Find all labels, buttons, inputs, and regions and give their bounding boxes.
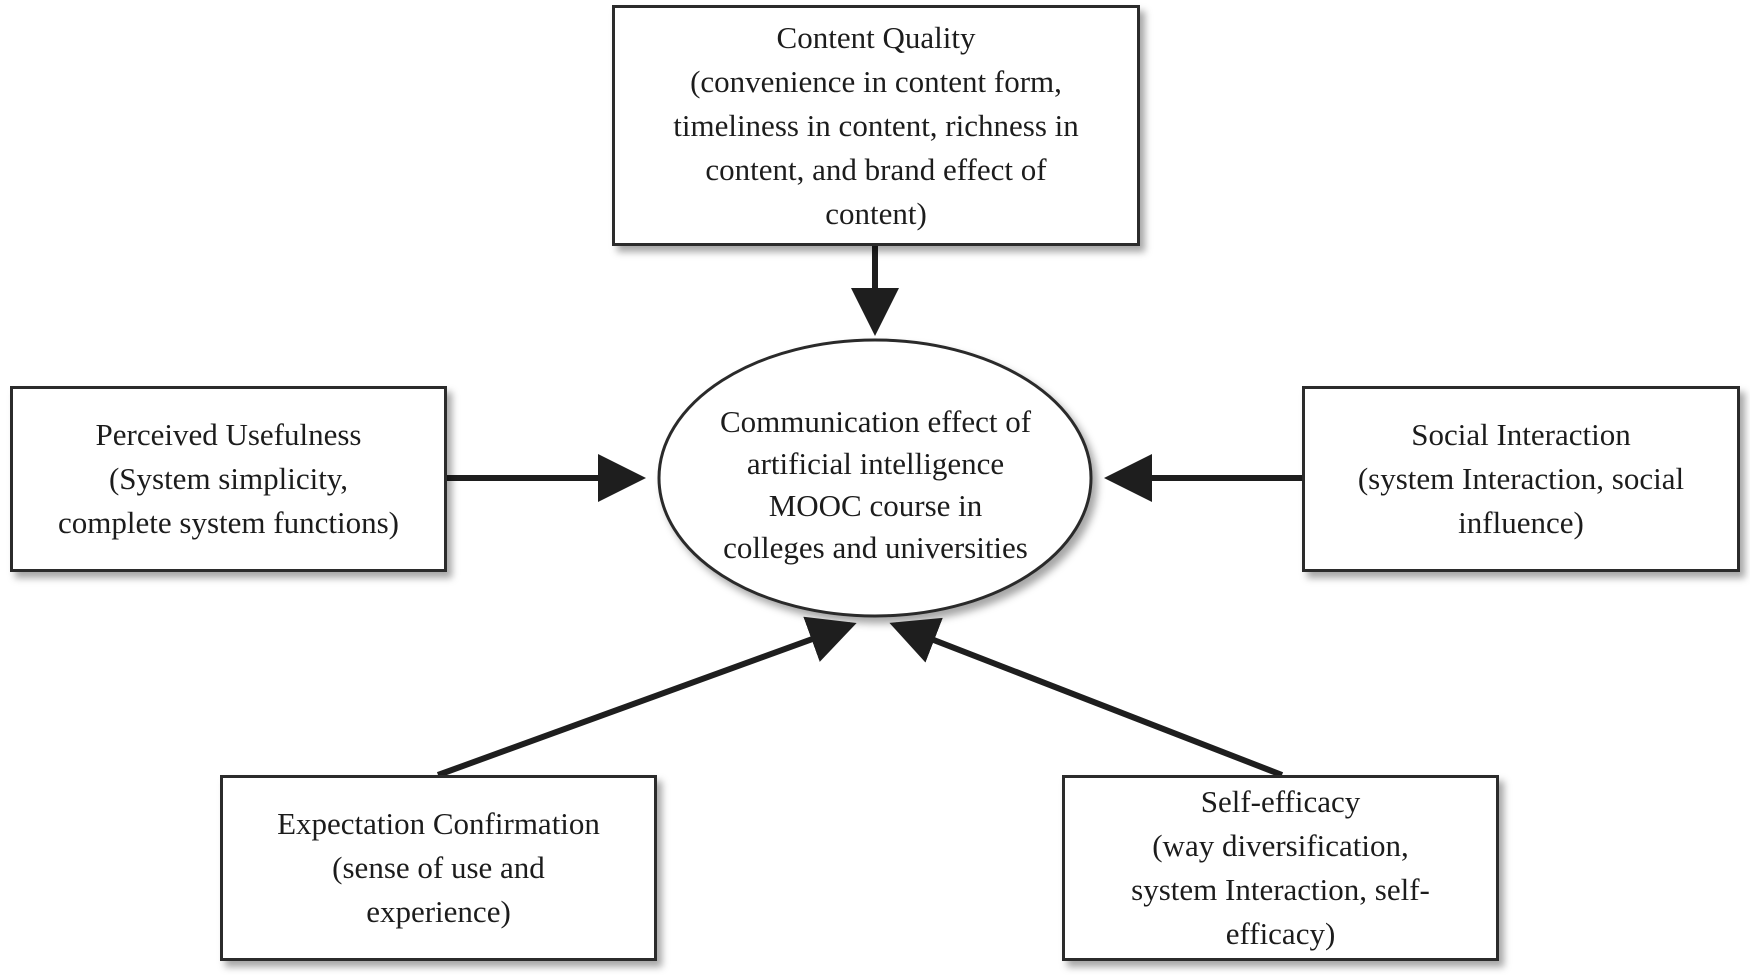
expectation-confirmation-title: Expectation Confirmation [277,806,600,841]
expectation-confirmation-box: Expectation Confirmation (sense of use a… [220,775,657,961]
self-efficacy-title: Self-efficacy [1200,784,1361,819]
content-quality-detail: timeliness in content, richness in [673,107,1079,143]
arrow-self-efficacy-to-center [889,617,1284,778]
center-ellipse [657,338,1093,618]
content-quality-title: Content Quality [776,19,976,55]
perceived-usefulness-detail: complete system functions) [58,505,399,540]
self-efficacy-box: Self-efficacy (way diversification, syst… [1062,775,1499,961]
expectation-confirmation-detail: (sense of use and [332,850,545,885]
perceived-usefulness-box: Perceived Usefulness (System simplicity,… [10,386,447,572]
content-quality-box: Content Quality (convenience in content … [612,5,1140,246]
perceived-usefulness-title: Perceived Usefulness [95,417,362,452]
content-quality-detail: content, and brand effect of [705,151,1047,187]
arrow-expectation-confirmation-to-center [436,616,857,778]
social-interaction-detail: (system Interaction, social [1357,461,1685,496]
center-line: Communication effect of [719,404,1032,439]
content-quality-detail: (convenience in content form, [690,63,1062,99]
expectation-confirmation-detail: experience) [366,894,511,929]
center-line: artificial intelligence [746,446,1005,481]
center-outcome-label: Communication effect of artificial intel… [668,385,1083,585]
self-efficacy-detail: (way diversification, [1152,828,1409,863]
center-line: MOOC course in [768,488,983,523]
social-interaction-box: Social Interaction (system Interaction, … [1302,386,1740,572]
center-line: colleges and universities [723,530,1028,565]
self-efficacy-detail: system Interaction, self- [1131,872,1430,907]
social-interaction-detail: influence) [1458,505,1584,540]
social-interaction-title: Social Interaction [1411,417,1631,452]
perceived-usefulness-detail: (System simplicity, [108,461,349,496]
self-efficacy-detail: efficacy) [1225,916,1336,951]
content-quality-detail: content) [825,195,927,231]
